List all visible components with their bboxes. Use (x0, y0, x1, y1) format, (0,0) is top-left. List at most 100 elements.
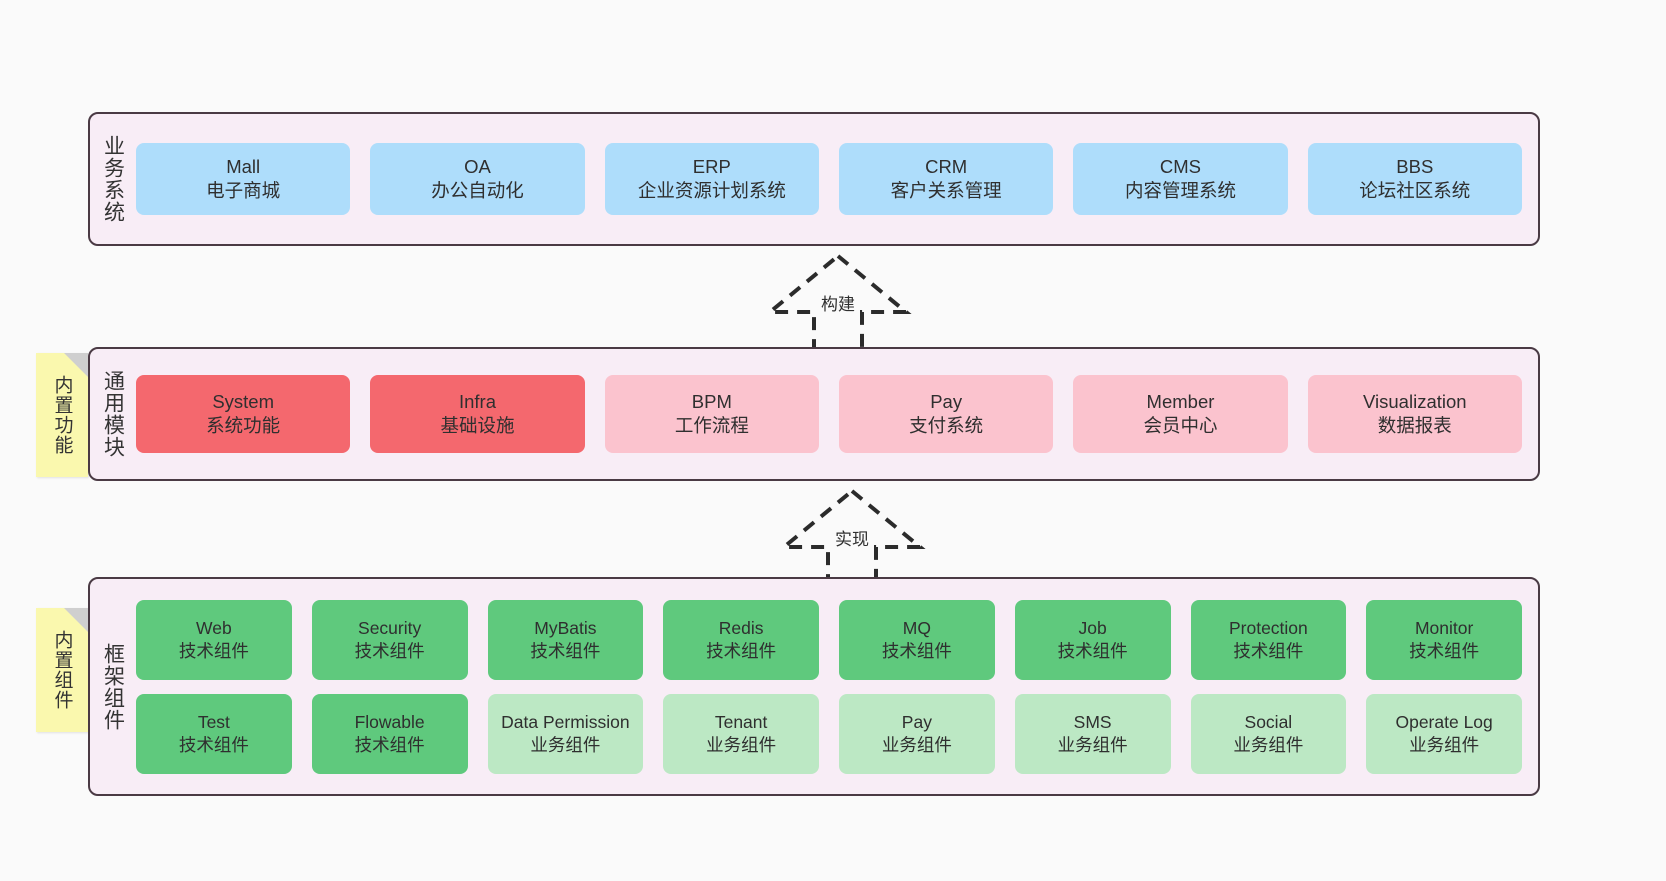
connector-implement: 实现 (772, 487, 932, 589)
card-subtitle: 论坛社区系统 (1359, 180, 1471, 201)
card-title: Protection (1228, 618, 1308, 639)
card-job[interactable]: Job 技术组件 (1014, 599, 1171, 680)
card-subtitle: 业务组件 (881, 734, 952, 755)
card-title: Visualization (1363, 391, 1467, 413)
card-subtitle: 技术组件 (530, 640, 601, 661)
card-social[interactable]: Social 业务组件 (1190, 693, 1347, 774)
card-subtitle: 技术组件 (354, 640, 425, 661)
card-subtitle: 业务组件 (530, 734, 601, 755)
card-title: Operate Log (1395, 712, 1493, 733)
card-subtitle: 业务组件 (1057, 734, 1128, 755)
card-subtitle: 业务组件 (1409, 734, 1480, 755)
card-mq[interactable]: MQ 技术组件 (839, 599, 995, 680)
card-protection[interactable]: Protection 技术组件 (1190, 599, 1347, 680)
card-security[interactable]: Security 技术组件 (311, 599, 468, 680)
card-redis[interactable]: Redis 技术组件 (663, 599, 819, 680)
card-subtitle: 办公自动化 (431, 180, 524, 201)
card-title: Security (358, 618, 422, 639)
card-mybatis[interactable]: MyBatis 技术组件 (487, 599, 644, 680)
layer-modules-label: 通用模块 (101, 370, 125, 458)
card-title: CMS (1159, 156, 1202, 178)
card-erp[interactable]: ERP 企业资源计划系统 (604, 143, 819, 215)
layer-framework-body: Web 技术组件 Security 技术组件 MyBatis 技术组件 Redi… (136, 579, 1538, 794)
dashed-hollow-arrow-up-icon (764, 253, 912, 354)
card-title: Monitor (1414, 618, 1474, 639)
card-title: Social (1244, 712, 1293, 733)
layer-common-modules: 通用模块 System 系统功能 Infra 基础设施 BPM 工作流程 Pay (88, 347, 1540, 481)
card-subtitle: 技术组件 (1057, 640, 1128, 661)
card-title: Redis (718, 618, 764, 639)
card-subtitle: 业务组件 (1233, 734, 1304, 755)
card-title: Flowable (354, 712, 425, 733)
card-web[interactable]: Web 技术组件 (136, 599, 292, 680)
card-infra[interactable]: Infra 基础设施 (370, 375, 585, 453)
sticky-note-label: 内置组件 (51, 630, 73, 710)
card-title: Web (196, 618, 232, 639)
card-subtitle: 技术组件 (706, 640, 777, 661)
sticky-note-builtin-components: 内置组件 (36, 608, 88, 732)
card-data-permission[interactable]: Data Permission 业务组件 (487, 693, 644, 774)
card-monitor[interactable]: Monitor 技术组件 (1366, 599, 1522, 680)
business-card-row: Mall 电子商城 OA 办公自动化 ERP 企业资源计划系统 CRM 客户关系… (136, 143, 1522, 215)
card-title: Pay (901, 712, 932, 733)
card-subtitle: 企业资源计划系统 (637, 180, 786, 201)
layer-modules-body: System 系统功能 Infra 基础设施 BPM 工作流程 Pay 支付系统… (136, 349, 1538, 479)
framework-tech-row: Web 技术组件 Security 技术组件 MyBatis 技术组件 Redi… (136, 599, 1522, 680)
card-subtitle: 技术组件 (178, 640, 249, 661)
card-title: BBS (1396, 156, 1434, 178)
card-subtitle: 支付系统 (909, 415, 984, 436)
card-title: Data Permission (501, 712, 630, 733)
card-oa[interactable]: OA 办公自动化 (370, 143, 585, 215)
card-pay-component[interactable]: Pay 业务组件 (839, 693, 995, 774)
card-bpm[interactable]: BPM 工作流程 (604, 375, 819, 453)
card-title: OA (464, 156, 491, 178)
card-subtitle: 业务组件 (706, 734, 777, 755)
card-title: ERP (692, 156, 731, 178)
card-subtitle: 技术组件 (178, 734, 249, 755)
card-title: Pay (930, 391, 963, 413)
connector-implement-label: 实现 (835, 530, 869, 549)
card-title: SMS (1073, 712, 1112, 733)
layer-framework-label: 框架组件 (101, 642, 125, 731)
layer-business-systems: 业务系统 Mall 电子商城 OA 办公自动化 ERP 企业资源计划系统 CRM (88, 112, 1540, 246)
sticky-note-builtin-features: 内置功能 (36, 353, 88, 477)
card-test[interactable]: Test 技术组件 (136, 693, 292, 774)
card-title: Mall (226, 156, 261, 178)
layer-framework-components: 框架组件 Web 技术组件 Security 技术组件 MyBatis 技术组件… (88, 577, 1540, 796)
card-subtitle: 电子商城 (206, 180, 281, 201)
card-subtitle: 系统功能 (206, 415, 281, 436)
card-bbs[interactable]: BBS 论坛社区系统 (1307, 143, 1522, 215)
layer-business-label: 业务系统 (101, 135, 125, 223)
card-title: Job (1078, 618, 1107, 639)
card-subtitle: 基础设施 (440, 415, 515, 436)
card-flowable[interactable]: Flowable 技术组件 (311, 693, 468, 774)
card-system[interactable]: System 系统功能 (136, 375, 351, 453)
card-subtitle: 技术组件 (1409, 640, 1480, 661)
modules-card-row: System 系统功能 Infra 基础设施 BPM 工作流程 Pay 支付系统… (136, 375, 1522, 453)
card-sms[interactable]: SMS 业务组件 (1014, 693, 1171, 774)
framework-business-row: Test 技术组件 Flowable 技术组件 Data Permission … (136, 693, 1522, 774)
connector-build-label: 构建 (821, 295, 855, 314)
card-cms[interactable]: CMS 内容管理系统 (1073, 143, 1288, 215)
card-subtitle: 数据报表 (1377, 415, 1452, 436)
card-mall[interactable]: Mall 电子商城 (136, 143, 351, 215)
card-operate-log[interactable]: Operate Log 业务组件 (1366, 693, 1522, 774)
sticky-fold-icon (64, 353, 88, 377)
card-tenant[interactable]: Tenant 业务组件 (663, 693, 819, 774)
card-subtitle: 工作流程 (674, 415, 749, 436)
card-member[interactable]: Member 会员中心 (1073, 375, 1288, 453)
card-title: MQ (902, 618, 931, 639)
card-subtitle: 会员中心 (1143, 415, 1218, 436)
card-title: Member (1146, 391, 1215, 413)
sticky-note-label: 内置功能 (51, 375, 73, 455)
card-visualization[interactable]: Visualization 数据报表 (1307, 375, 1522, 453)
card-title: Infra (458, 391, 496, 413)
card-subtitle: 内容管理系统 (1124, 180, 1236, 201)
card-pay-module[interactable]: Pay 支付系统 (838, 375, 1054, 453)
card-title: MyBatis (534, 618, 597, 639)
card-title: CRM (925, 156, 968, 178)
sticky-fold-icon (64, 608, 88, 632)
card-crm[interactable]: CRM 客户关系管理 (838, 143, 1054, 215)
card-subtitle: 技术组件 (354, 734, 425, 755)
layer-business-body: Mall 电子商城 OA 办公自动化 ERP 企业资源计划系统 CRM 客户关系… (136, 114, 1538, 244)
